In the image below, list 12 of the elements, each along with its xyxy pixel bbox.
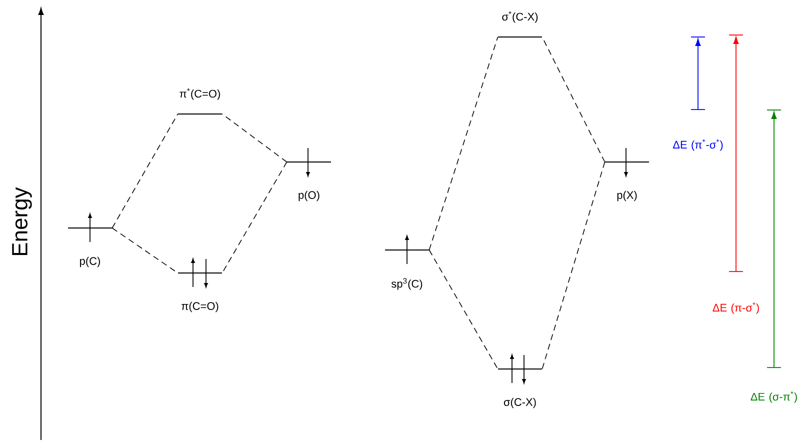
energy-gap-label: ΔE (π-σ$^{*}$)	[712, 302, 759, 314]
energy-gap-label: ΔE (σ-π$^{*}$)	[750, 391, 797, 403]
level-label: σ(C-X)	[504, 398, 536, 408]
energy-gap-label: ΔE (π$^{*}$-σ$^{*}$)	[672, 139, 723, 151]
level-label: p(X)	[617, 190, 637, 202]
axis-label: Energy	[12, 187, 32, 256]
level-label: sp$^{3}$(C)	[391, 278, 422, 290]
level-label: π(C=O)	[182, 302, 218, 312]
level-label: p(C)	[80, 256, 100, 268]
level-label: σ$^{*}$(C-X)	[502, 11, 538, 23]
level-label: p(O)	[298, 190, 320, 202]
level-label: π$^{*}$(C=O)	[180, 88, 220, 100]
